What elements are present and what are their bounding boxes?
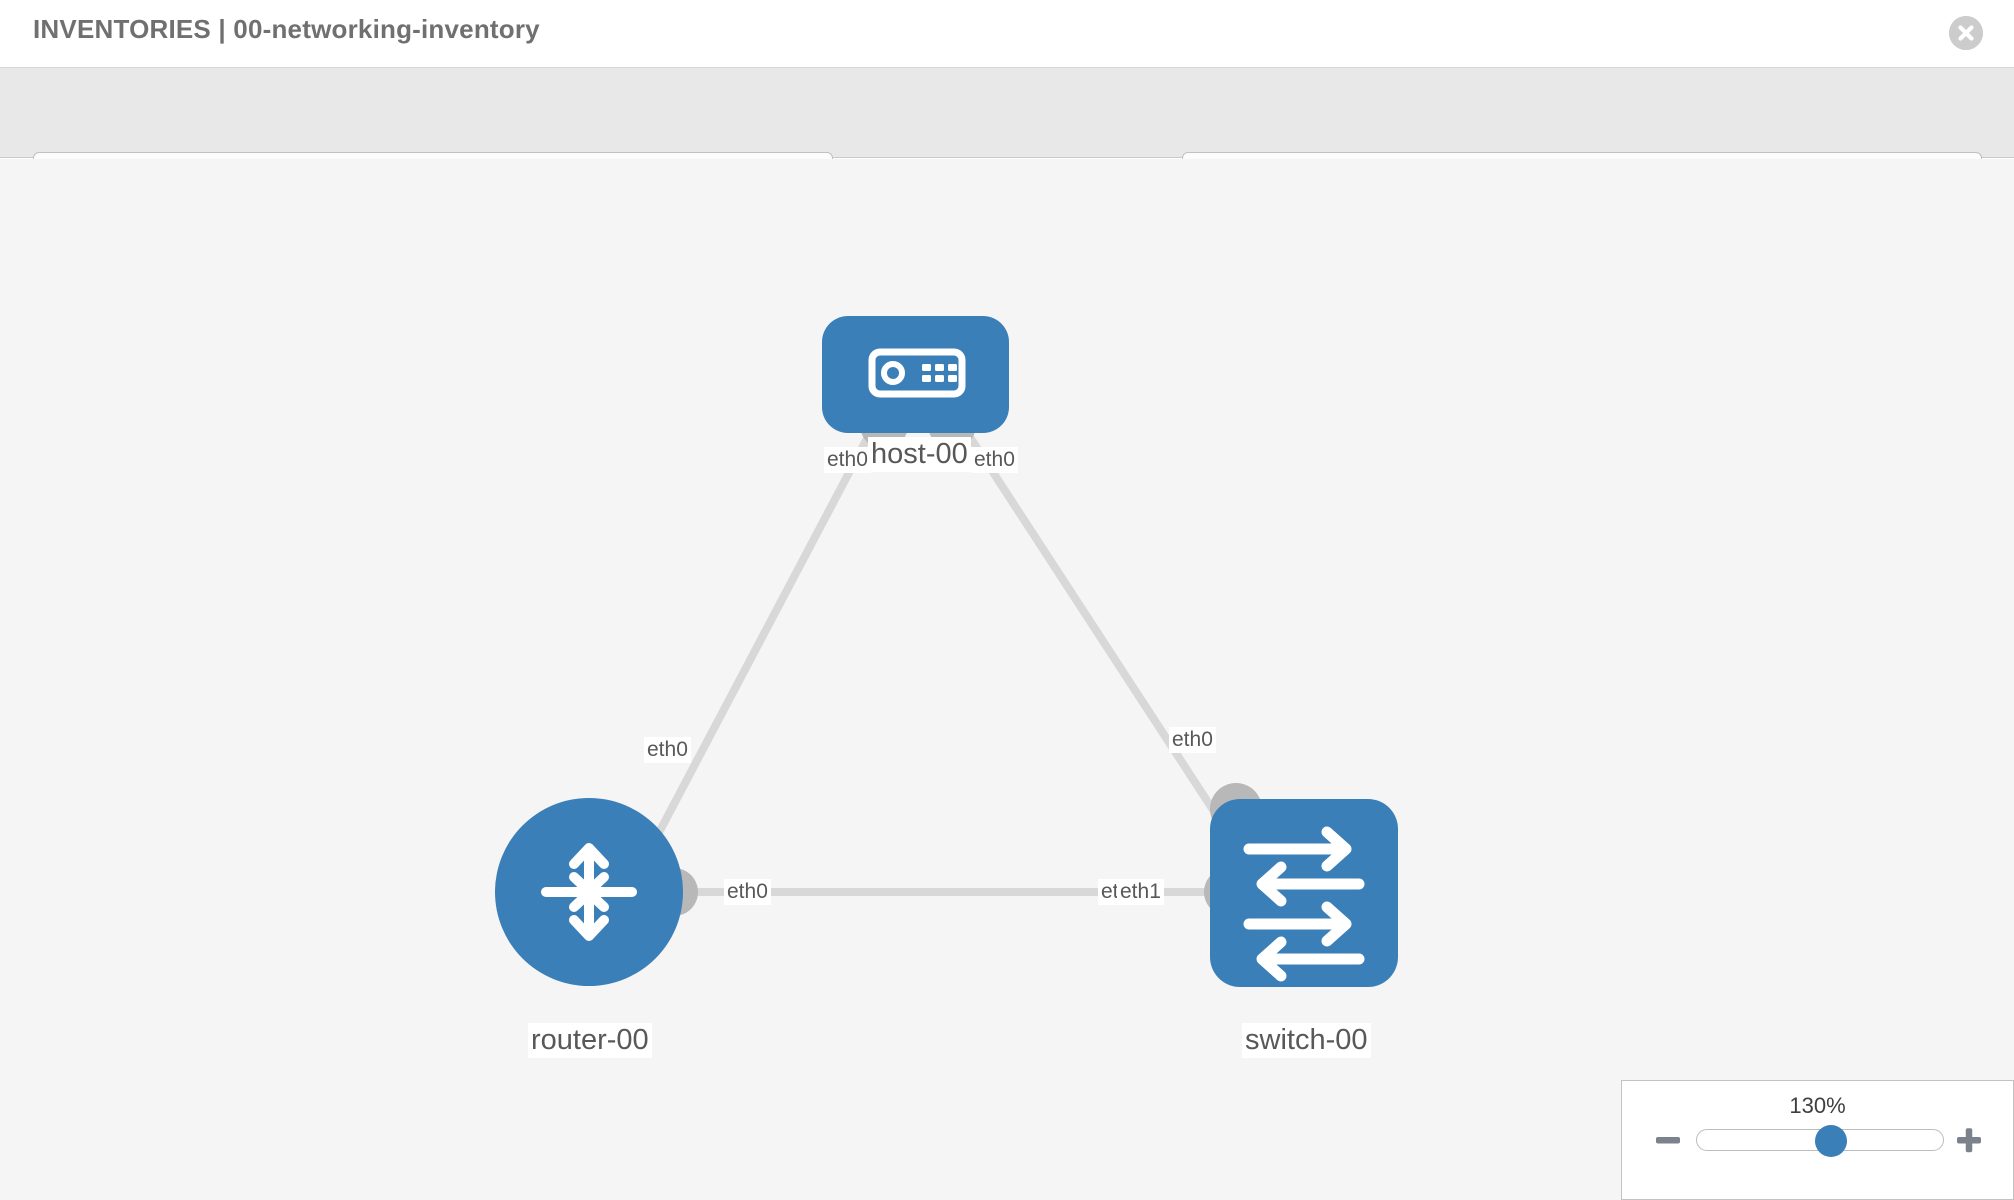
server-appliance-icon xyxy=(868,348,966,398)
close-icon[interactable] xyxy=(1949,16,1983,50)
node-host-00[interactable] xyxy=(822,316,1009,433)
interface-label-host-right: eth0 xyxy=(971,447,1018,474)
zoom-slider-thumb[interactable] xyxy=(1815,1125,1847,1157)
node-router-00[interactable] xyxy=(495,798,683,986)
interface-label-router-right: eth0 xyxy=(724,879,771,906)
interface-label-switch-uplink: eth0 xyxy=(1169,727,1216,754)
node-label-router-00: router-00 xyxy=(528,1023,652,1059)
zoom-level-label: 130% xyxy=(1789,1093,1846,1118)
interface-label-host-left: eth0 xyxy=(824,447,871,474)
node-switch-00[interactable] xyxy=(1210,799,1398,987)
minus-icon[interactable] xyxy=(1651,1123,1685,1157)
switch-arrows-icon xyxy=(1243,826,1365,982)
plus-icon[interactable] xyxy=(1952,1123,1986,1157)
router-arrows-icon xyxy=(541,843,637,941)
window-header: INVENTORIES | 00-networking-inventory xyxy=(0,0,2014,68)
zoom-control-panel: 130% xyxy=(1621,1080,2014,1200)
zoom-slider[interactable] xyxy=(1696,1125,1944,1157)
link-host-router xyxy=(641,412,884,861)
topology-canvas[interactable]: eth0 host-00 eth0 eth0 eth0 eth0 eth0 et… xyxy=(0,159,2014,1200)
node-label-host-00: host-00 xyxy=(868,437,971,473)
interface-label-router-uplink: eth0 xyxy=(644,737,691,764)
link-host-switch xyxy=(951,411,1249,862)
topology-graph xyxy=(495,316,1398,987)
toolbar: ACTIONS SEARCH xyxy=(0,68,2014,207)
page-title: INVENTORIES | 00-networking-inventory xyxy=(33,14,540,44)
interface-label-switch-left: eth1 xyxy=(1117,879,1164,906)
node-label-switch-00: switch-00 xyxy=(1242,1023,1371,1059)
